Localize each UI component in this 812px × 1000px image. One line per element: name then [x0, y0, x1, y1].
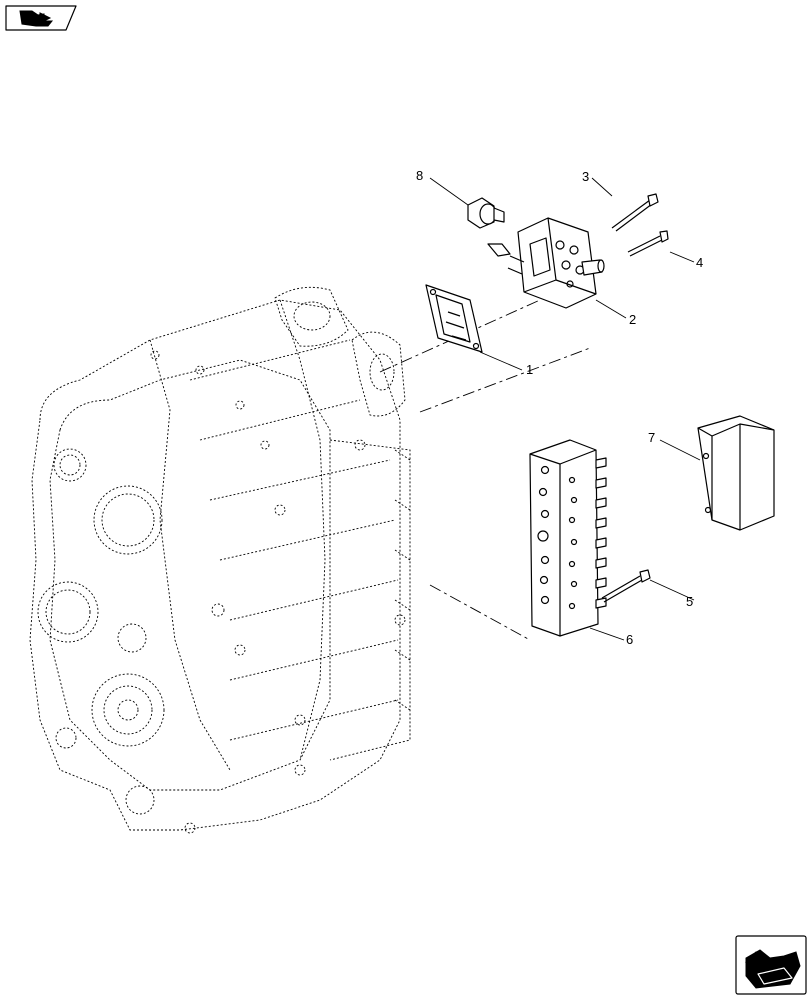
sensor-part-8 — [467, 197, 511, 257]
gasket-part-1 — [425, 284, 483, 353]
transmission-housing — [29, 286, 411, 834]
callout-1: 1 — [526, 362, 533, 377]
navigation-arrow-icon[interactable] — [735, 935, 807, 995]
callout-7: 7 — [648, 430, 655, 445]
shield-part-7 — [697, 415, 775, 531]
valve-body-part-2 — [507, 217, 605, 309]
callout-8: 8 — [416, 168, 423, 183]
callout-6: 6 — [626, 632, 633, 647]
callout-3: 3 — [582, 169, 589, 184]
callout-2: 2 — [629, 312, 636, 327]
manifold-part-6 — [529, 439, 607, 637]
callout-4: 4 — [696, 255, 703, 270]
bolt-part-5 — [601, 569, 651, 603]
bolt-part-4 — [627, 230, 669, 257]
book-with-arrow-icon[interactable] — [5, 5, 77, 31]
bolt-part-3 — [611, 193, 659, 232]
callout-5: 5 — [686, 594, 693, 609]
